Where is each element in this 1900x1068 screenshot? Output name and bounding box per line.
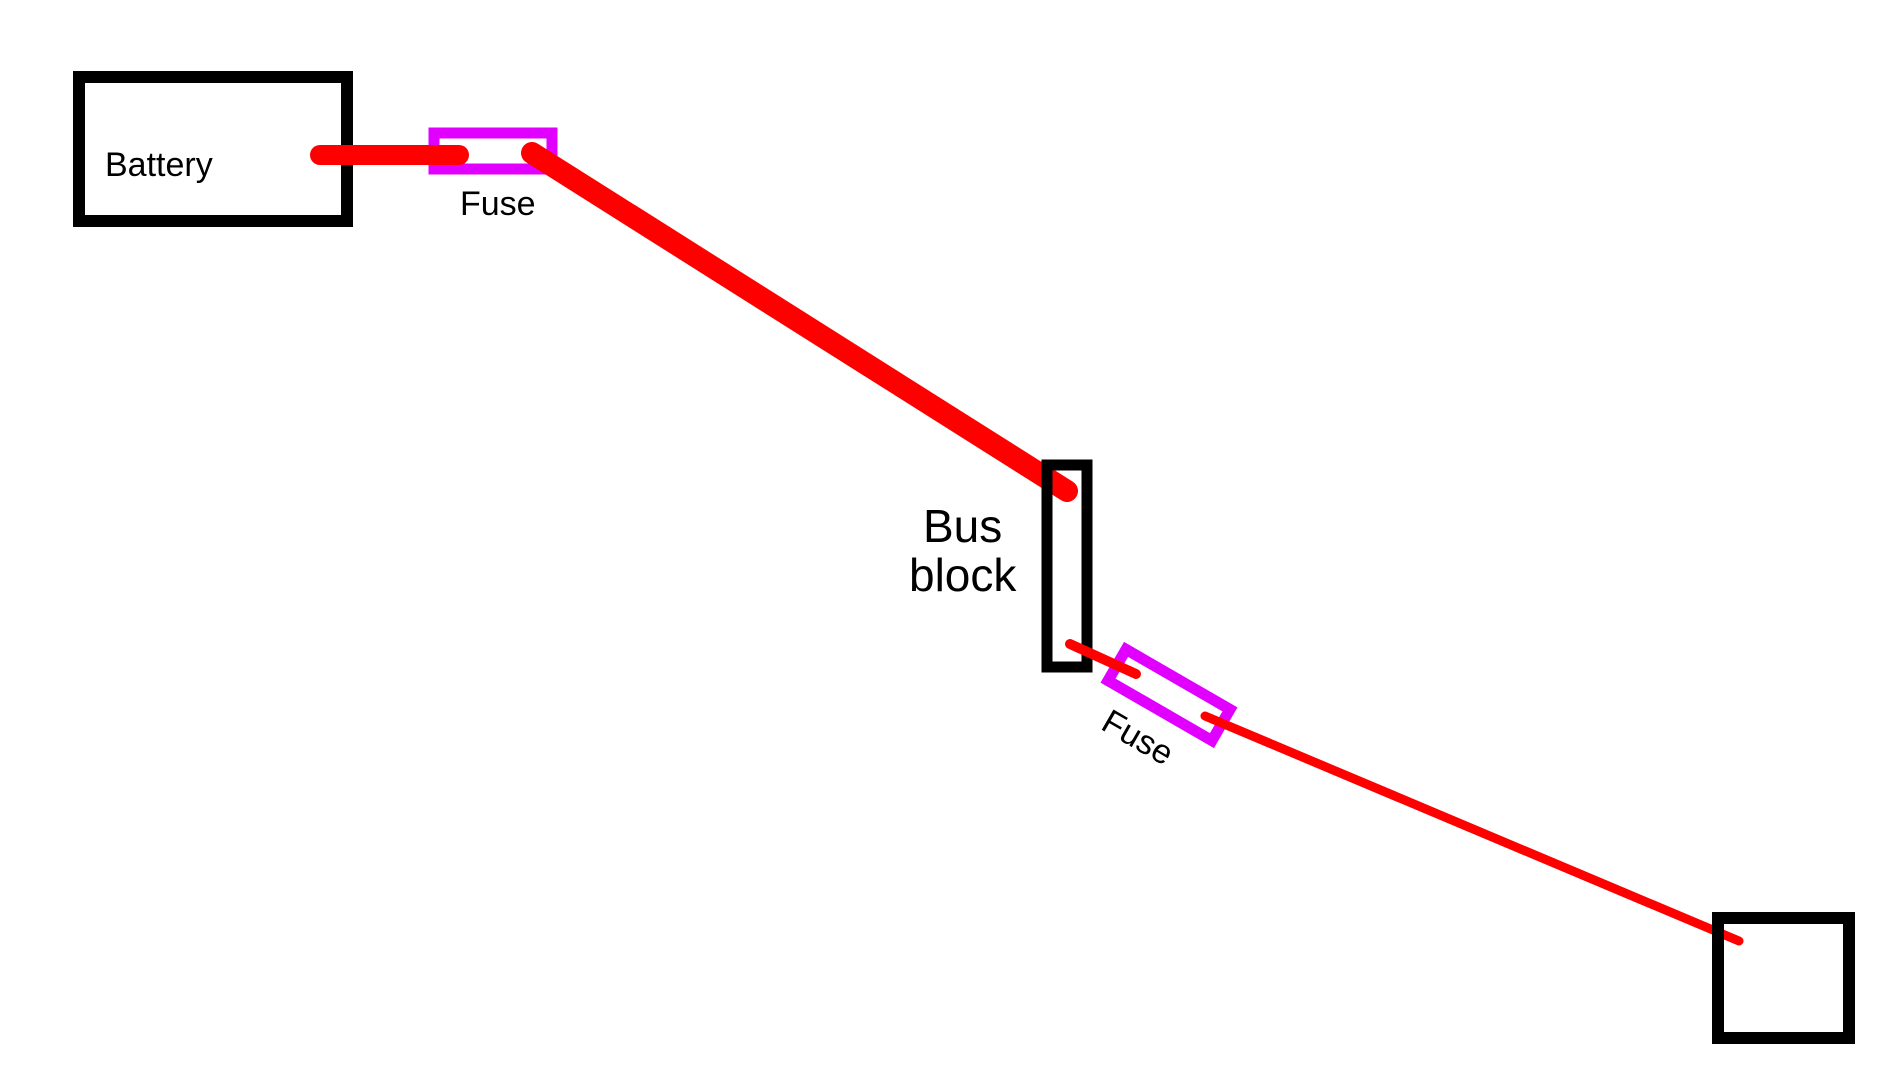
wire-bus-block-to-branch-fuse bbox=[1065, 639, 1141, 679]
bus-block-label-line1: Bus bbox=[923, 500, 1002, 552]
load-box bbox=[1712, 912, 1855, 1044]
wire-branch-fuse-to-load bbox=[1200, 711, 1744, 946]
battery-label: Battery bbox=[105, 146, 213, 184]
main-fuse-label: Fuse bbox=[460, 185, 536, 223]
wire-fuse-to-bus-block bbox=[521, 142, 1078, 502]
bus-block-label-line2: block bbox=[909, 549, 1017, 601]
bus-block bbox=[1041, 459, 1093, 673]
